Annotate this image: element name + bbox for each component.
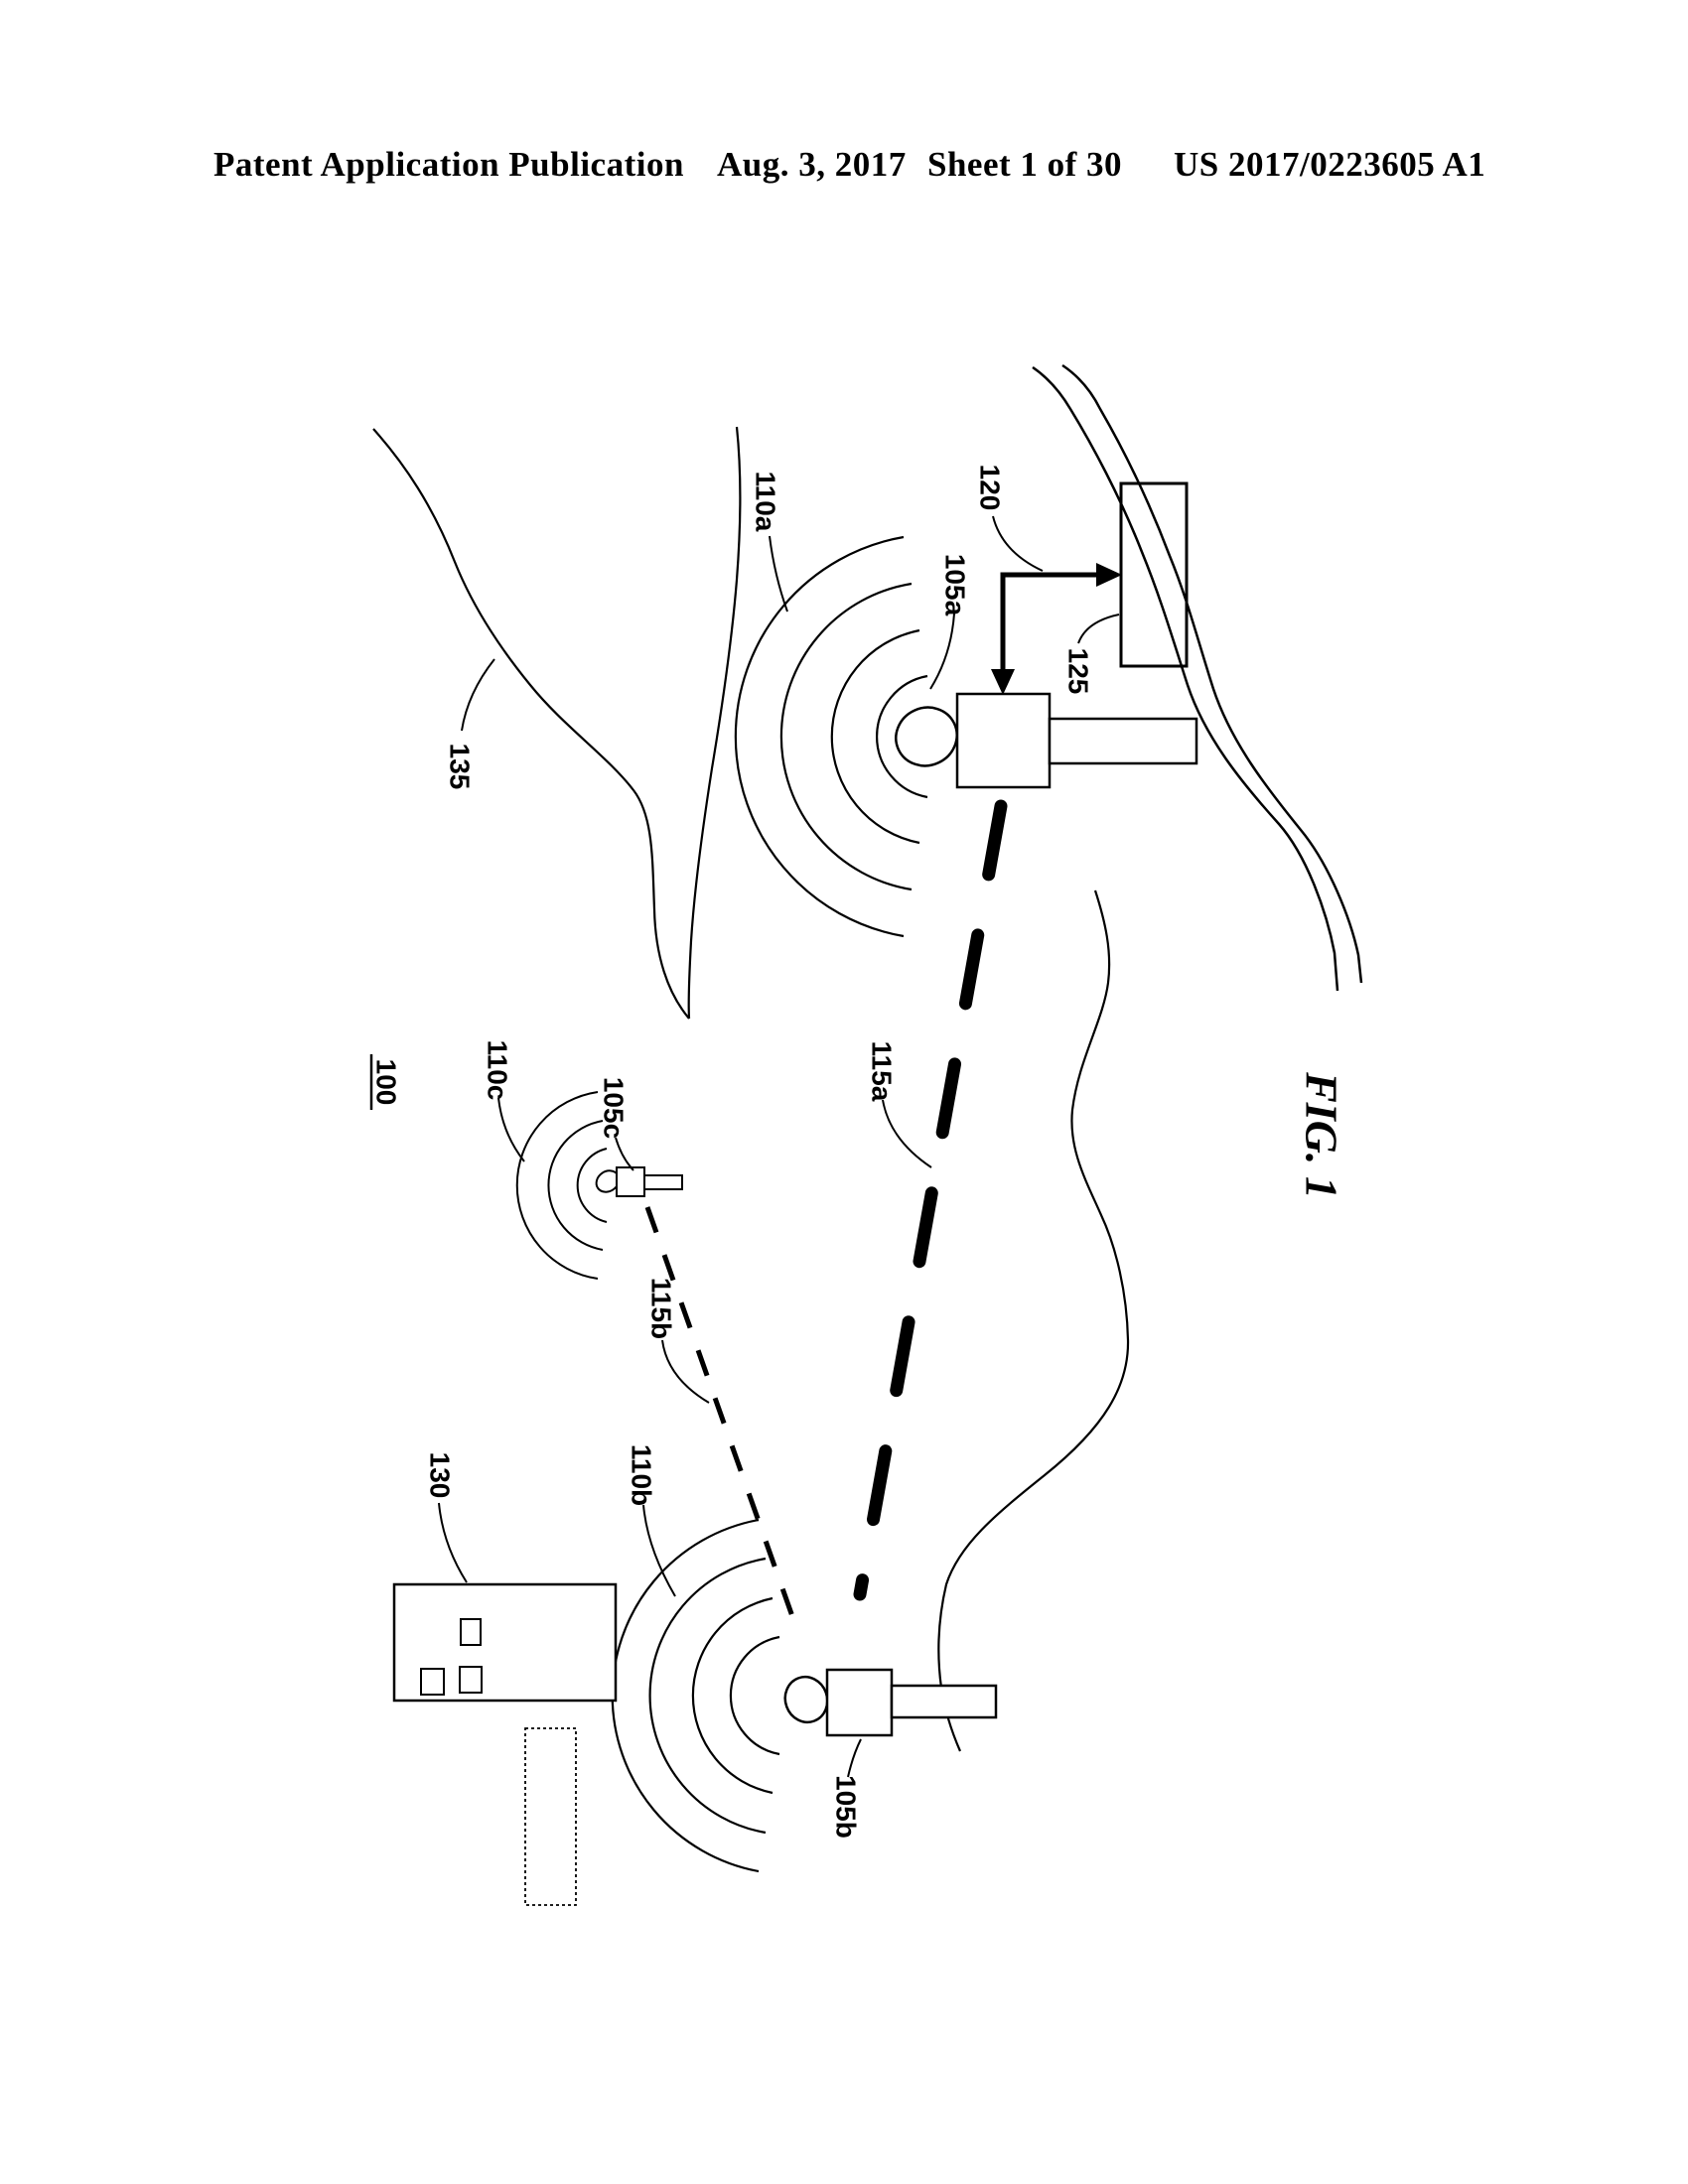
leader-lines: [438, 515, 1120, 1778]
label-120: 120: [975, 465, 1006, 511]
header-sheet-number: Sheet 1 of 30: [927, 145, 1123, 184]
signal-arc: [830, 628, 920, 845]
signal-arc: [576, 1148, 608, 1223]
signal-arc: [515, 1091, 599, 1280]
leader-125: [1077, 614, 1120, 644]
person-legs: [1048, 717, 1198, 765]
signal-arc: [734, 535, 905, 938]
comm-link-115b: [644, 1206, 802, 1637]
leader-110c: [497, 1097, 525, 1162]
header-date: Aug. 3, 2017: [717, 145, 907, 184]
person-105b: [783, 1668, 998, 1737]
arrowhead-right-icon: [1096, 563, 1122, 587]
header-publication: Patent Application Publication: [213, 145, 684, 184]
leader-110a: [769, 535, 788, 613]
leader-105c: [615, 1137, 634, 1171]
signal-arcs-110b: [611, 1518, 780, 1873]
leader-105a: [929, 613, 955, 690]
signal-arc: [611, 1518, 760, 1873]
leader-115a: [882, 1099, 932, 1168]
signal-arc: [648, 1557, 767, 1835]
signal-arcs-110c: [515, 1091, 608, 1280]
label-115b: 115b: [646, 1278, 677, 1339]
person-105c: [595, 1166, 683, 1197]
label-105b: 105b: [831, 1775, 862, 1839]
label-100: 100: [371, 1059, 402, 1106]
signal-arcs-110a: [734, 535, 928, 938]
leader-130: [438, 1502, 468, 1583]
header-patent-number: US 2017/0223605 A1: [1174, 145, 1486, 184]
arrowhead-down-icon: [991, 669, 1015, 695]
building-130: [392, 1582, 618, 1906]
person-head: [783, 1675, 829, 1724]
signal-arc: [876, 674, 928, 799]
leader-120: [992, 515, 1044, 572]
terrain-line-135: [372, 428, 690, 1020]
label-135: 135: [445, 744, 476, 790]
building-window: [459, 1666, 483, 1694]
leader-105b: [847, 1738, 862, 1778]
building-window: [460, 1618, 482, 1646]
leader-115b: [661, 1339, 710, 1404]
reference-labels: 135 110a 120 105a 125 100 110c 105c 115a…: [369, 465, 1094, 1839]
signal-arc: [729, 1635, 780, 1756]
driveway-dotted-rect: [524, 1727, 577, 1906]
signal-arc: [779, 582, 913, 891]
label-110c: 110c: [483, 1040, 513, 1101]
label-125: 125: [1063, 648, 1094, 695]
label-110b: 110b: [627, 1444, 657, 1506]
person-legs: [643, 1174, 683, 1190]
data-arrow-105a-120: [991, 563, 1122, 695]
leader-110b: [642, 1504, 676, 1597]
person-body: [825, 1668, 894, 1737]
road-edge-right: [1061, 363, 1363, 984]
label-105a: 105a: [940, 554, 971, 616]
label-130: 130: [425, 1452, 456, 1499]
person-body: [955, 692, 1052, 789]
label-110a: 110a: [751, 472, 781, 532]
building-window: [420, 1668, 445, 1696]
terrain-line-right: [937, 889, 1130, 1752]
signal-arc: [547, 1120, 604, 1251]
leader-135: [461, 658, 495, 732]
person-legs: [890, 1684, 998, 1719]
person-head: [895, 706, 958, 767]
road: [1032, 363, 1363, 992]
person-105a: [895, 692, 1198, 789]
figure-title: FIG. 1: [1297, 1071, 1347, 1199]
comm-link-115a: [853, 799, 1008, 1601]
label-105c: 105c: [599, 1077, 630, 1139]
signal-arc: [691, 1596, 774, 1795]
road-edge-left: [1032, 365, 1339, 992]
label-115a: 115a: [867, 1041, 898, 1102]
arrow-shaft: [1000, 572, 1098, 671]
terrain-line-valley: [687, 426, 742, 1020]
person-body: [616, 1166, 645, 1197]
